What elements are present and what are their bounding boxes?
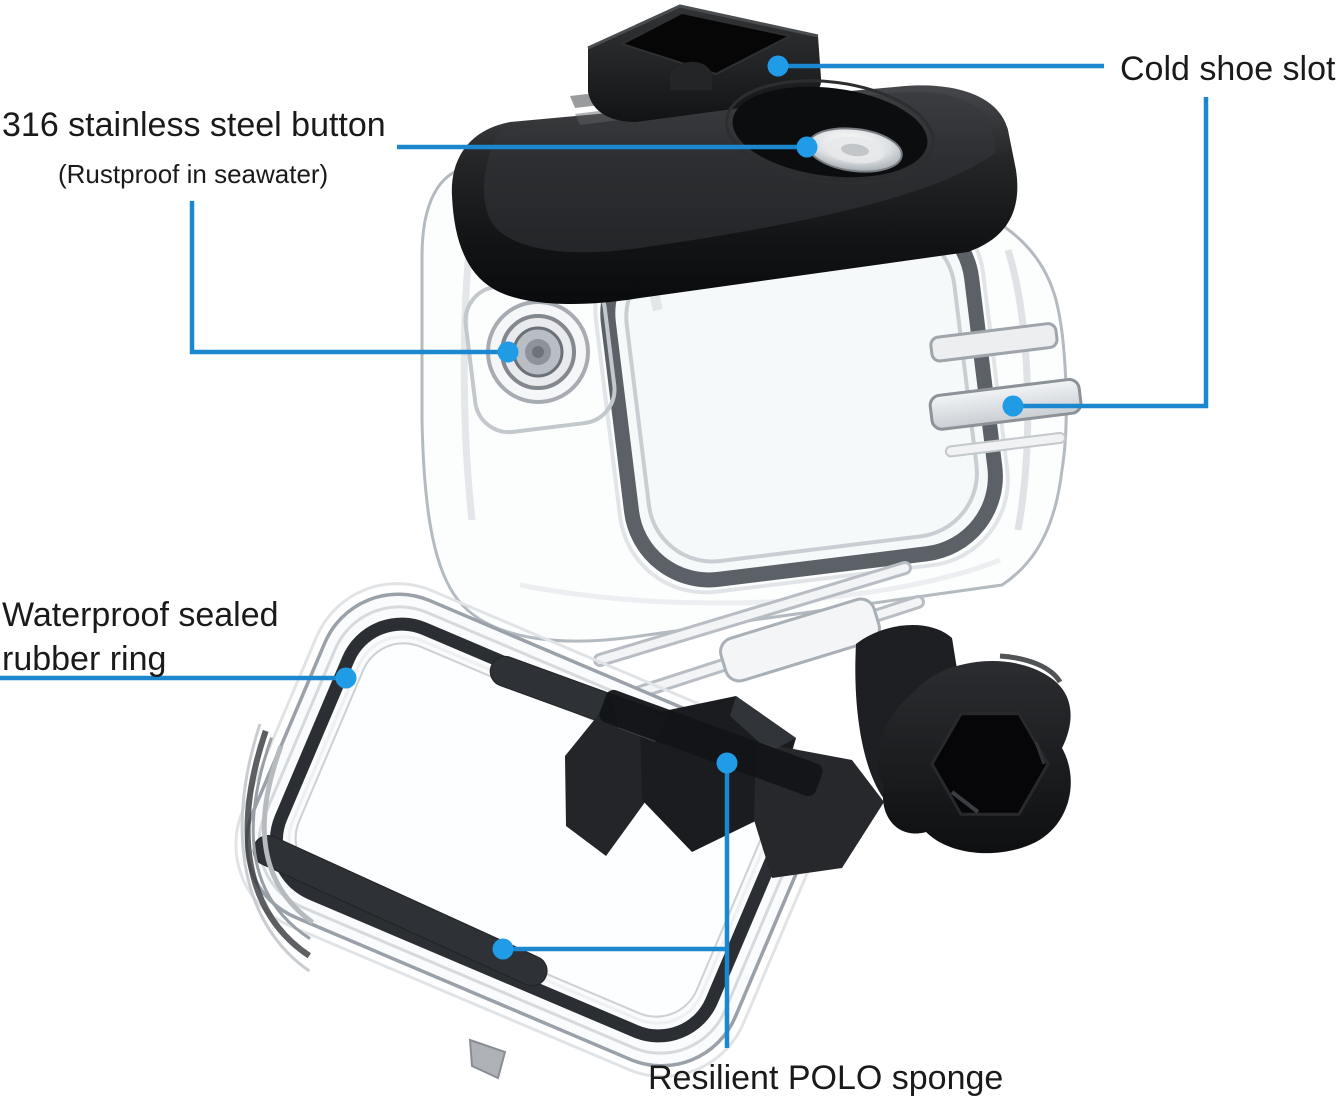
door-edge-layer xyxy=(240,723,311,973)
camera-window-frame xyxy=(593,195,1010,595)
leader-cold-shoe-slot xyxy=(1013,97,1209,409)
leader-dot-sponge-upper xyxy=(716,752,738,774)
door-edge-layer xyxy=(251,737,311,940)
leader-dot-top-button xyxy=(796,136,818,158)
stainless-steel-side-button xyxy=(463,275,617,435)
thumbscrew-knob xyxy=(877,653,1071,854)
label-steel-button: 316 stainless steel button xyxy=(2,106,386,144)
stainless-steel-top-button xyxy=(807,127,903,173)
leader-dot-sponge-lower xyxy=(492,938,514,960)
cold-shoe-arch xyxy=(670,61,712,90)
label-steel-button-sublabel: (Rustproof in seawater) xyxy=(58,159,329,189)
leader-lines xyxy=(0,63,1209,1048)
label-sponge: Resilient POLO sponge xyxy=(648,1059,1004,1097)
cold-shoe-mount xyxy=(587,4,822,122)
label-cold-shoe-slot: Cold shoe slot xyxy=(1120,50,1336,88)
top-lid xyxy=(451,4,1018,304)
leader-dots xyxy=(335,55,1024,960)
hex-socket xyxy=(930,712,1050,816)
label-rubber-ring: Waterproof sealed rubber ring xyxy=(2,593,279,681)
glass-reflection xyxy=(1004,248,1032,531)
door-edge-layer xyxy=(261,745,315,925)
glass-reflection xyxy=(460,239,476,521)
door-edge-seal xyxy=(244,729,311,959)
label-rubber-ring-line1: Waterproof sealed xyxy=(2,596,279,634)
leader-dot-cold-shoe xyxy=(767,55,789,77)
door-tab xyxy=(468,1038,507,1080)
label-rubber-ring-line2: rubber ring xyxy=(2,640,167,678)
buckle-clamp xyxy=(565,689,884,878)
leader-steel-button-side xyxy=(189,201,508,355)
leader-dot-side-button xyxy=(497,341,519,363)
hinge xyxy=(593,561,925,699)
leader-dot-latch-slot xyxy=(1002,395,1024,417)
leader-dot-rubber-ring xyxy=(335,667,357,689)
